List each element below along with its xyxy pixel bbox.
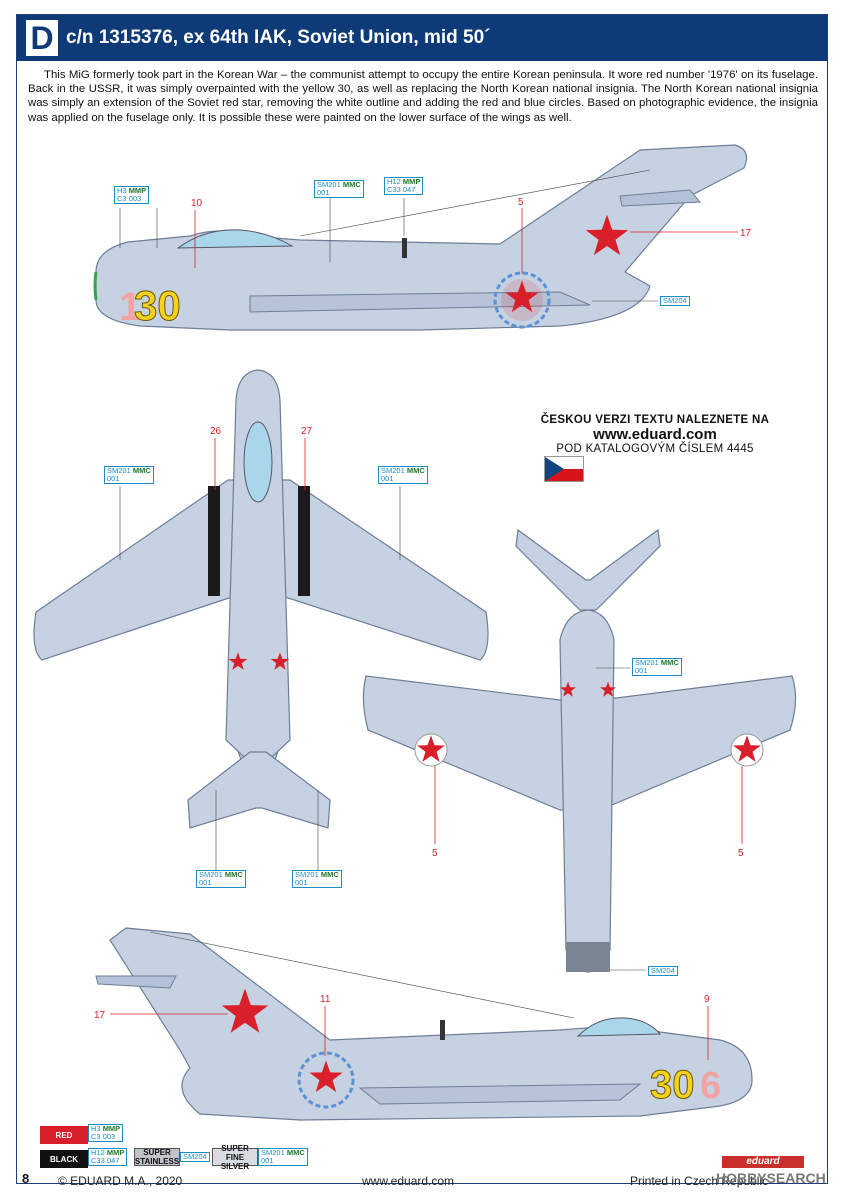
eduard-logo: eduard [722, 1156, 804, 1168]
description-text: This MiG formerly took part in the Korea… [28, 69, 818, 124]
svg-text:5: 5 [738, 848, 744, 859]
wing-star-left-icon [414, 733, 448, 767]
czech-flag-icon [544, 456, 584, 482]
side-view-right: 30 6 11 17 9 [94, 927, 753, 1121]
old-number-right: 6 [700, 1065, 721, 1107]
czech-note-url[interactable]: www.eduard.com [593, 426, 717, 443]
footer-site[interactable]: www.eduard.com [362, 1174, 455, 1188]
page-frame [16, 14, 828, 1184]
czech-note: ČESKOU VERZI TEXTU NALEZNETE NA www.edua… [540, 414, 770, 455]
svg-text:11: 11 [320, 994, 331, 1005]
top-view: 26 27 [33, 369, 489, 829]
footer-printed: Printed in Czech Republic [630, 1174, 769, 1188]
legend-red-swatch: RED [40, 1126, 88, 1144]
header-bar [17, 15, 827, 61]
code-sm204-bottom: SM204 [648, 966, 678, 976]
svg-text:27: 27 [301, 426, 313, 437]
legend-stainless-code: SM204 [180, 1152, 210, 1162]
page-title: c/n 1315376, ex 64th IAK, Soviet Union, … [66, 27, 491, 48]
czech-note-line3: POD KATALOGOVÝM ČÍSLEM 4445 [556, 443, 754, 455]
fuselage-star-icon [493, 271, 551, 329]
legend-silver-swatch: SUPER FINE SILVER [212, 1144, 258, 1171]
fuselage-star-right-icon [297, 1051, 355, 1109]
page-number: 8 [22, 1171, 30, 1186]
svg-text:26: 26 [210, 426, 222, 437]
svg-text:17: 17 [740, 228, 752, 239]
czech-note-line1: ČESKOU VERZI TEXTU NALEZNETE NA [540, 414, 770, 426]
svg-text:17: 17 [94, 1010, 106, 1021]
svg-text:5: 5 [518, 197, 524, 208]
profile-letter: D [26, 20, 58, 56]
svg-text:9: 9 [704, 994, 710, 1005]
legend-black-swatch: BLACK [40, 1150, 88, 1168]
footer-copyright: © EDUARD M.A., 2020 [58, 1174, 183, 1188]
old-number: 1 [119, 285, 141, 329]
fuselage-number: 30 [134, 282, 181, 329]
footer-divider-left [214, 1183, 356, 1184]
code-sm204: SM204 [660, 296, 690, 306]
side-view-left: 1 30 10 5 17 [93, 144, 752, 331]
svg-text:5: 5 [432, 848, 438, 859]
hobbysearch-watermark: HOBBYSEARCH [716, 1170, 826, 1186]
bottom-view: 5 5 [362, 528, 797, 973]
fuselage-number-right: 30 [650, 1063, 695, 1107]
footer-divider-right [478, 1183, 618, 1184]
wing-star-right-icon [730, 733, 764, 767]
svg-text:10: 10 [191, 198, 203, 209]
legend-stainless-swatch: SUPER STAINLESS [134, 1148, 180, 1166]
